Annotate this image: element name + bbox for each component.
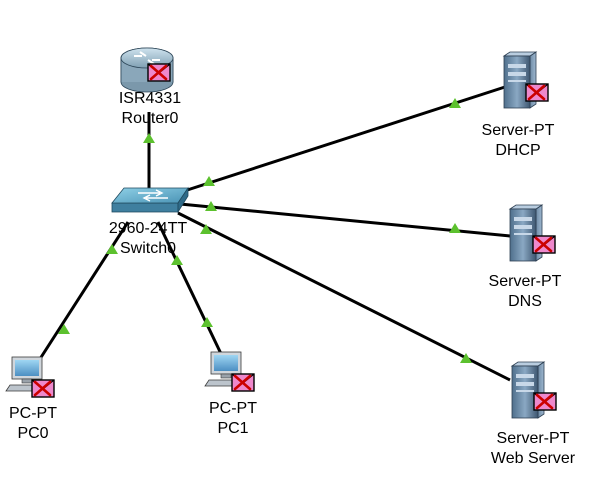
link-up-indicator: [58, 324, 70, 334]
link-switch0-dns[interactable]: [179, 202, 511, 238]
switch0-model-label: 2960-24TT: [109, 220, 187, 237]
router0-model-label: ISR4331: [119, 90, 181, 107]
pc0-name-label: PC0: [17, 425, 48, 442]
link-up-indicator: [171, 255, 183, 265]
web-model-label: Server-PT: [497, 430, 570, 447]
link-up-indicator: [106, 244, 118, 254]
pdu-failed-envelope-icon: [524, 82, 550, 103]
dhcp-model-label: Server-PT: [482, 122, 555, 139]
links-layer: [36, 84, 511, 382]
link-up-indicator: [201, 317, 213, 327]
pc1-model-label: PC-PT: [209, 400, 257, 417]
dhcp-server-device[interactable]: Server-PT DHCP: [482, 51, 555, 159]
pdu-failed-envelope-icon: [532, 391, 558, 412]
dhcp-name-label: DHCP: [495, 142, 540, 159]
link-switch0-dhcp[interactable]: [177, 84, 509, 195]
dns-name-label: DNS: [508, 293, 542, 310]
link-switch0-webserver[interactable]: [177, 211, 511, 382]
pdu-failed-envelope-icon: [531, 234, 557, 255]
link-up-indicator: [143, 133, 155, 143]
web-name-label: Web Server: [491, 450, 576, 467]
dns-server-device[interactable]: Server-PT DNS: [489, 204, 562, 310]
router0-device[interactable]: ISR4331 Router0: [119, 47, 181, 127]
link-switch0-pc0[interactable]: [36, 221, 130, 363]
link-up-indicator: [203, 176, 215, 186]
link-up-indicator: [200, 224, 212, 234]
pc0-device[interactable]: PC-PT PC0: [5, 356, 57, 442]
pdu-failed-envelope-icon: [230, 372, 256, 393]
switch-icon: [111, 186, 189, 214]
pc0-model-label: PC-PT: [9, 405, 57, 422]
link-up-indicator: [449, 98, 461, 108]
pc1-device[interactable]: PC-PT PC1: [204, 351, 257, 437]
pdu-failed-envelope-icon: [30, 378, 56, 399]
link-up-indicator: [460, 353, 472, 363]
pc1-name-label: PC1: [217, 420, 248, 437]
link-up-indicator: [205, 201, 217, 211]
switch0-name-label: Switch0: [120, 240, 176, 257]
link-switch0-pc1[interactable]: [156, 221, 226, 361]
link-indicators: [58, 98, 472, 363]
pdu-failed-envelope-icon: [146, 62, 172, 83]
link-up-indicator: [449, 223, 461, 233]
switch0-device[interactable]: 2960-24TT Switch0: [109, 186, 189, 257]
dns-model-label: Server-PT: [489, 273, 562, 290]
router0-name-label: Router0: [122, 110, 179, 127]
web-server-device[interactable]: Server-PT Web Server: [491, 361, 576, 467]
